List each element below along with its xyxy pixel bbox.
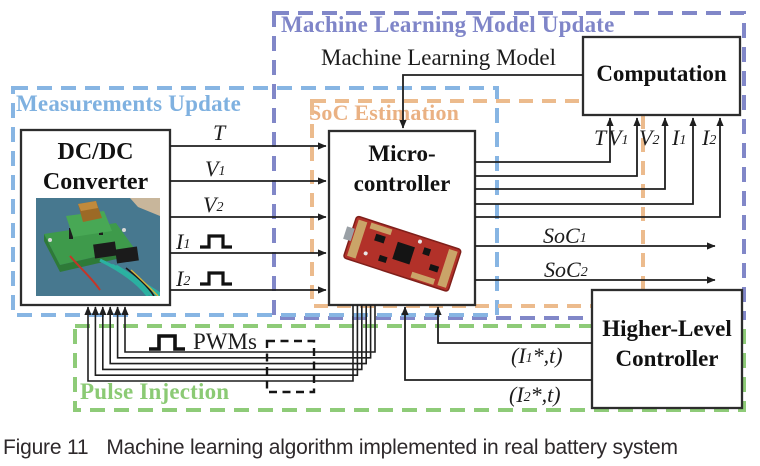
- ml-model-label: Machine Learning Model: [321, 45, 557, 70]
- computation-box: [581, 35, 742, 117]
- arrow-ml-model: [399, 74, 583, 129]
- sp2-post: *,t): [530, 382, 561, 407]
- pwm-wire-1: [84, 305, 354, 382]
- dcdc-converter-title: DC/DC Converter: [21, 137, 170, 197]
- arrow-setpoint1: [434, 306, 592, 344]
- T-base: T: [594, 125, 607, 150]
- figure-caption: Figure 11 Machine learning algorithm impl…: [3, 436, 759, 460]
- pwm-bundle-dashed-rect: [265, 339, 316, 394]
- arrow-I1-up: [475, 117, 697, 205]
- dcdc-line2: Converter: [42, 169, 149, 195]
- sp1-pre: (I: [511, 343, 526, 368]
- frame-soc-estimation: [310, 99, 645, 308]
- V1-base: V: [608, 125, 622, 150]
- V2-base: V: [639, 125, 653, 150]
- micro-line2: controller: [353, 170, 451, 196]
- micro-photo-art: [343, 215, 462, 292]
- higher-level-title: Higher-Level Controller: [592, 314, 742, 374]
- soc1-base: SoC: [543, 223, 580, 248]
- soc2-base: SoC: [544, 257, 581, 282]
- caption-tag: Figure 11: [3, 436, 89, 459]
- arrow-V2-up: [475, 117, 669, 190]
- microcontroller-photo: [337, 207, 469, 303]
- caption-text: Machine learning algorithm implemented i…: [106, 436, 678, 459]
- label-T-top: T: [594, 126, 606, 149]
- micro-to-computation-arrows: [475, 117, 724, 218]
- pwm-wire-5: [114, 305, 372, 359]
- frame-pulse-injection: [73, 324, 746, 412]
- arrow-I2-up: [475, 117, 724, 218]
- measurement-arrows: [170, 142, 327, 294]
- arrow-T-up: [475, 117, 614, 163]
- arrow-V1-up: [475, 117, 641, 177]
- group-title-soc-estimation: SoC Estimation: [309, 100, 460, 125]
- micro-line1: Micro-: [368, 141, 436, 166]
- dcdc-converter-photo: [36, 198, 160, 296]
- group-title-ml-update: Machine Learning Model Update: [281, 12, 615, 37]
- diagram-stage: Machine Learning Model Update Measuremen…: [11, 11, 746, 412]
- T-base: T: [213, 120, 226, 145]
- pwm-wire-6: [121, 305, 376, 353]
- I1-base: I: [176, 229, 184, 254]
- V2-base: V: [203, 192, 217, 217]
- V1-base: V: [205, 156, 219, 181]
- sp2-pre: (I: [509, 382, 524, 407]
- dcdc-photo-art: [36, 198, 160, 296]
- group-title-pulse-injection: Pulse Injection: [80, 379, 230, 404]
- label-pwms: PWMs: [147, 329, 257, 354]
- dcdc-line1: DC/DC: [57, 139, 134, 165]
- I1-base: I: [672, 125, 680, 150]
- frame-measurements-update: [11, 86, 499, 317]
- microcontroller-title: Micro- controller: [329, 139, 475, 199]
- pwm-wire-2: [91, 305, 359, 376]
- sp1-post: *,t): [532, 343, 563, 368]
- hlc-line2: Controller: [615, 345, 719, 371]
- hlc-line1: Higher-Level: [602, 316, 732, 341]
- pwm-arrows: [84, 305, 376, 382]
- label-T-left: T: [213, 121, 225, 144]
- computation-title: Computation: [596, 61, 727, 86]
- pulse-icon: [200, 271, 233, 286]
- I2-base: I: [176, 266, 184, 291]
- arrow-setpoint2: [401, 306, 592, 381]
- I2-base: I: [702, 125, 710, 150]
- pulse-icon: [200, 234, 233, 249]
- higher-level-controller-box: [590, 288, 744, 410]
- group-title-measurements-update: Measurements Update: [16, 91, 242, 116]
- pwm-wire-4: [106, 305, 367, 365]
- pwms-text: PWMs: [193, 329, 257, 354]
- pulse-icon: [149, 333, 185, 351]
- pwm-wire-3: [99, 305, 363, 371]
- frame-ml-update: [272, 11, 746, 320]
